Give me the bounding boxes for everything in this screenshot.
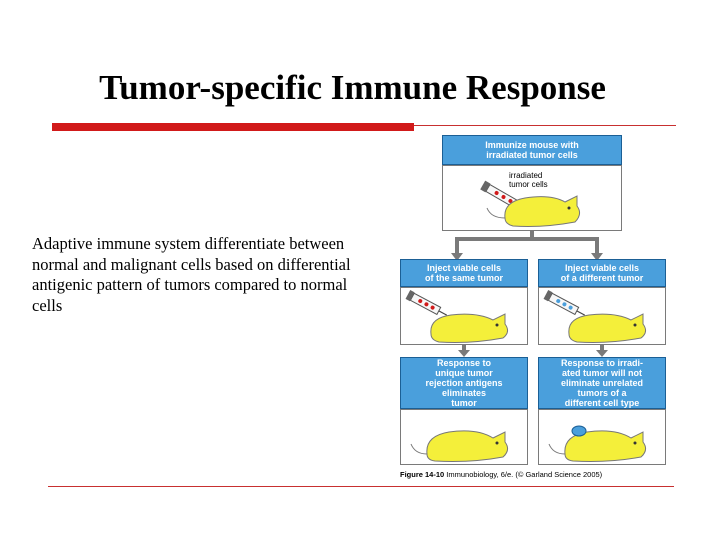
panel-tumor-grows [538,409,666,465]
mouse-syringe-irradiated [480,180,581,227]
title-underline-bar [52,123,414,131]
mouse-syringe-same [405,290,509,343]
immunobiology-figure: Immunize mouse with irradiated tumor cel… [395,128,675,484]
caption-figure-number: Figure 14-10 [400,470,445,479]
panel-same-tumor [400,287,528,345]
title-underline-line [414,125,676,126]
panel-immunize: irradiated tumor cells [442,165,622,231]
slide-title: Tumor-specific Immune Response [99,68,606,107]
caption-source: Immunobiology, 6/e. (© Garland Science 2… [444,470,603,479]
down-arrows-2 [458,345,608,357]
header-rejection: Response to unique tumor rejection antig… [400,357,528,409]
body-paragraph: Adaptive immune system differentiate bet… [32,234,351,315]
panel-different-tumor [538,287,666,345]
header-same-tumor: Inject viable cells of the same tumor [400,259,528,287]
header-no-rejection: Response to irradi- ated tumor will not … [538,357,666,409]
header-immunize: Immunize mouse with irradiated tumor cel… [442,135,622,165]
mouse-healthy [410,430,509,462]
irradiated-label: irradiated tumor cells [509,171,548,189]
branch-arrow-1 [451,231,603,261]
mouse-with-tumor [548,425,647,462]
header-different-tumor: Inject viable cells of a different tumor [538,259,666,287]
figure-caption: Figure 14-10 Immunobiology, 6/e. (© Garl… [400,470,675,479]
panel-tumor-eliminated [400,409,528,465]
mouse-syringe-different [543,290,647,343]
bottom-rule [48,486,674,487]
